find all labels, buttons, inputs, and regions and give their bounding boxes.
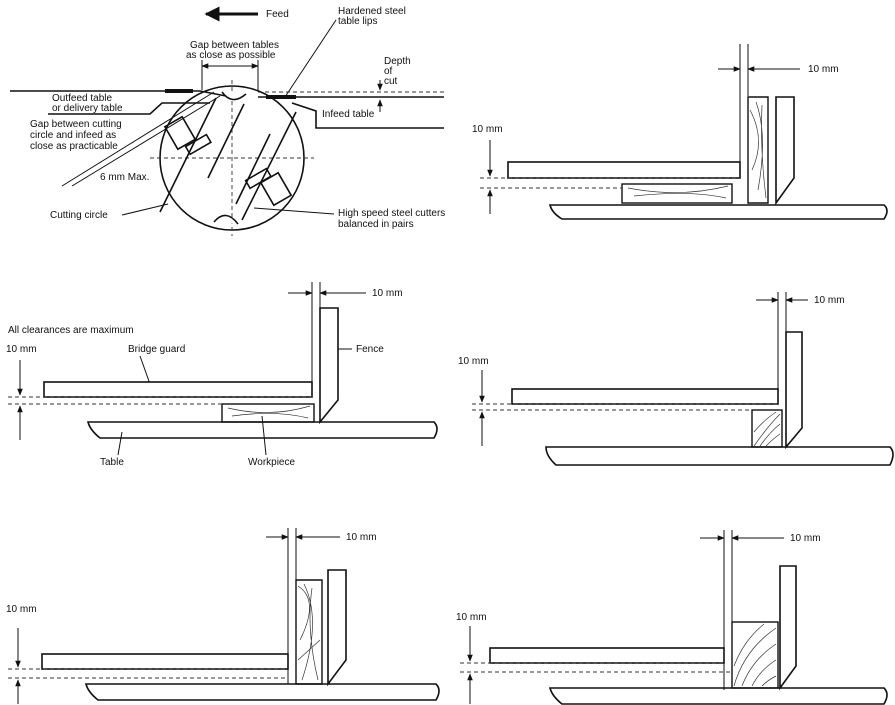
br-h-dim: 10 mm <box>790 533 821 544</box>
cutter-left <box>159 97 217 213</box>
ml-table <box>86 421 438 439</box>
br-grain <box>733 623 777 687</box>
hss-label-1: High speed steel cutters <box>338 208 445 219</box>
bridge-guard-label: Bridge guard <box>128 344 185 355</box>
mr-h-dim: 10 mm <box>814 295 845 306</box>
outfeed-lip <box>165 89 193 93</box>
depth-label-3: cut <box>384 76 398 87</box>
outfeed-table-top <box>10 90 227 97</box>
infeed-table-bottom <box>291 102 444 129</box>
all-clearances-label: All clearances are maximum <box>8 325 134 336</box>
ml-workpiece <box>221 403 315 423</box>
br-workpiece <box>731 621 779 689</box>
clearance-panel-mid-left: 10 mm All clearances are maximum Bridge … <box>6 282 438 468</box>
tr-bridge-guard <box>507 161 741 179</box>
gap-circle-label-1: Gap between cutting <box>30 119 122 130</box>
bridge-guard-leader <box>139 355 151 385</box>
ml-bridge-guard <box>43 381 313 398</box>
cutting-circle-leader <box>121 203 169 216</box>
hardened-leader <box>284 19 337 98</box>
workpiece-label: Workpiece <box>248 457 295 468</box>
tr-grain <box>749 101 767 199</box>
ml-fence <box>319 307 339 425</box>
table-leader <box>117 431 123 456</box>
depth-label-1: Depth <box>384 56 411 67</box>
ml-v-dim: 10 mm <box>6 344 37 355</box>
cutting-circle-label: Cutting circle <box>50 210 108 221</box>
gap-tables-label-2: as close as possible <box>186 50 276 61</box>
lower-gullet <box>213 214 239 225</box>
six-mm-line-2 <box>71 95 221 187</box>
mr-bridge-guard <box>511 388 779 405</box>
clamp-bolt-right <box>244 167 293 207</box>
tr-v-dim: 10 mm <box>472 124 503 135</box>
bl-bridge-guard <box>41 653 289 670</box>
workpiece-leader <box>261 415 267 456</box>
six-mm-line-1 <box>61 91 215 187</box>
clearance-panel-bottom-left: 10 mm 10 mm <box>6 528 440 704</box>
clamp-bolt-left <box>163 115 212 156</box>
bl-fence <box>327 569 347 687</box>
mr-fence <box>785 331 803 450</box>
fence-label: Fence <box>356 344 384 355</box>
bl-workpiece <box>295 579 323 685</box>
upper-gullet <box>221 91 247 101</box>
gap-tables-label-1: Gap between tables <box>190 40 279 51</box>
outfeed-label-1: Outfeed table <box>52 93 112 104</box>
gap-circle-label-3: close as practicable <box>30 141 118 152</box>
hardened-label-2: table lips <box>338 16 377 27</box>
tr-h-dim: 10 mm <box>808 64 839 75</box>
ml-h-dim: 10 mm <box>372 288 403 299</box>
hss-leader <box>253 207 335 215</box>
mr-v-dim: 10 mm <box>458 356 489 367</box>
cutter-left-back <box>207 103 245 179</box>
clearance-panel-mid-right: 10 mm 10 mm <box>458 292 894 466</box>
br-fence <box>779 565 797 691</box>
hardened-label-1: Hardened steel <box>338 6 406 17</box>
tr-fence <box>775 96 795 206</box>
gap-circle-label-2: circle and infeed as <box>30 130 116 141</box>
tr-table <box>548 204 888 220</box>
cutter-right-back <box>235 133 271 205</box>
clearance-panel-top-right: 10 mm 10 mm <box>472 44 888 220</box>
infeed-label: Infeed table <box>322 109 375 120</box>
hss-label-2: balanced in pairs <box>338 219 414 230</box>
br-bridge-guard <box>489 647 725 664</box>
mr-grain <box>753 411 781 447</box>
bl-grain <box>297 583 321 681</box>
tr-flat-grain <box>627 185 729 199</box>
infeed-lip <box>266 95 296 99</box>
clearance-panel-bottom-right: 10 mm 10 mm <box>456 530 888 705</box>
ml-grain <box>227 405 311 419</box>
bl-v-dim: 10 mm <box>6 604 37 615</box>
depth-label-2: of <box>384 66 393 77</box>
mr-table <box>545 446 894 466</box>
bl-table <box>84 683 440 701</box>
cutter-right <box>241 111 297 221</box>
six-mm-label: 6 mm Max. <box>100 172 149 183</box>
br-table <box>548 687 888 705</box>
table-label: Table <box>100 457 124 468</box>
br-v-dim: 10 mm <box>456 612 487 623</box>
outfeed-label-2: or delivery table <box>52 103 123 114</box>
feed-label: Feed <box>266 9 289 20</box>
bl-h-dim: 10 mm <box>346 532 377 543</box>
cutter-block-panel: Feed Gap between tables as close as poss… <box>10 6 445 236</box>
